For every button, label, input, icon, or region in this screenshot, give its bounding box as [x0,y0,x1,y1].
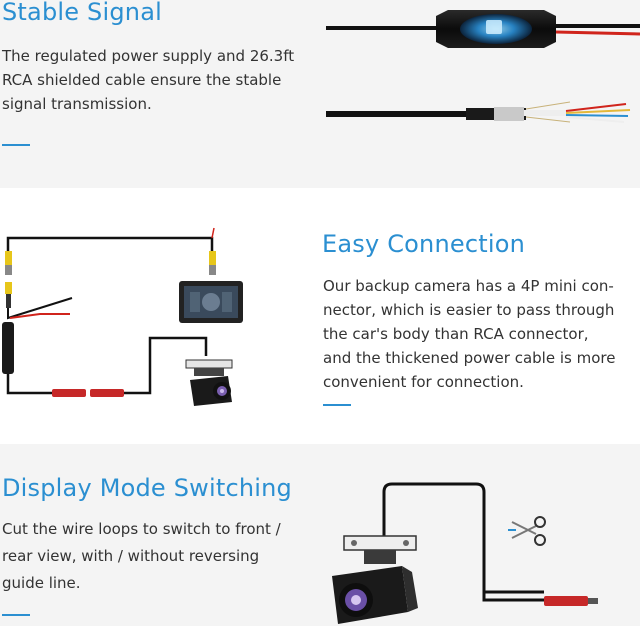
scissors-icon [508,516,546,546]
description-line: and the thickened power cable is more [323,349,616,367]
section-stable-signal: Stable Signal The regulated power supply… [0,0,640,188]
description-line: convenient for connection. [323,373,524,391]
description-line: RCA shielded cable ensure the stable [2,71,282,89]
description-line: guide line. [2,574,81,592]
section-description: Our backup camera has a 4P mini con- nec… [323,274,615,394]
section-description: Cut the wire loops to switch to front / … [2,516,281,597]
wiring-diagram-icon [2,227,216,397]
shielded-cable-icon [326,101,631,123]
description-line: Cut the wire loops to switch to front / [2,520,281,538]
cable-filter-icon [326,10,640,48]
description-line: signal transmission. [2,95,152,113]
description-line: Our backup camera has a 4P mini con- [323,277,614,295]
section-easy-connection: Easy Connection Our backup camera has a … [0,188,640,444]
section-description: The regulated power supply and 26.3ft RC… [2,44,294,116]
section-display-mode-switching: Display Mode Switching Cut the wire loop… [0,444,640,626]
description-line: rear view, with / without reversing [2,547,260,565]
section-title: Display Mode Switching [2,474,292,502]
monitor-icon [179,281,243,323]
description-line: The regulated power supply and 26.3ft [2,47,295,65]
description-line: the car's body than RCA connector, [323,325,589,343]
description-line: nector, which is easier to pass through [323,301,615,319]
accent-underline [2,614,30,616]
camera-icon [332,482,598,624]
section-title: Easy Connection [322,230,526,258]
camera-icon [185,359,233,406]
accent-underline [2,144,30,146]
section-title: Stable Signal [2,0,162,26]
accent-underline [323,404,351,406]
